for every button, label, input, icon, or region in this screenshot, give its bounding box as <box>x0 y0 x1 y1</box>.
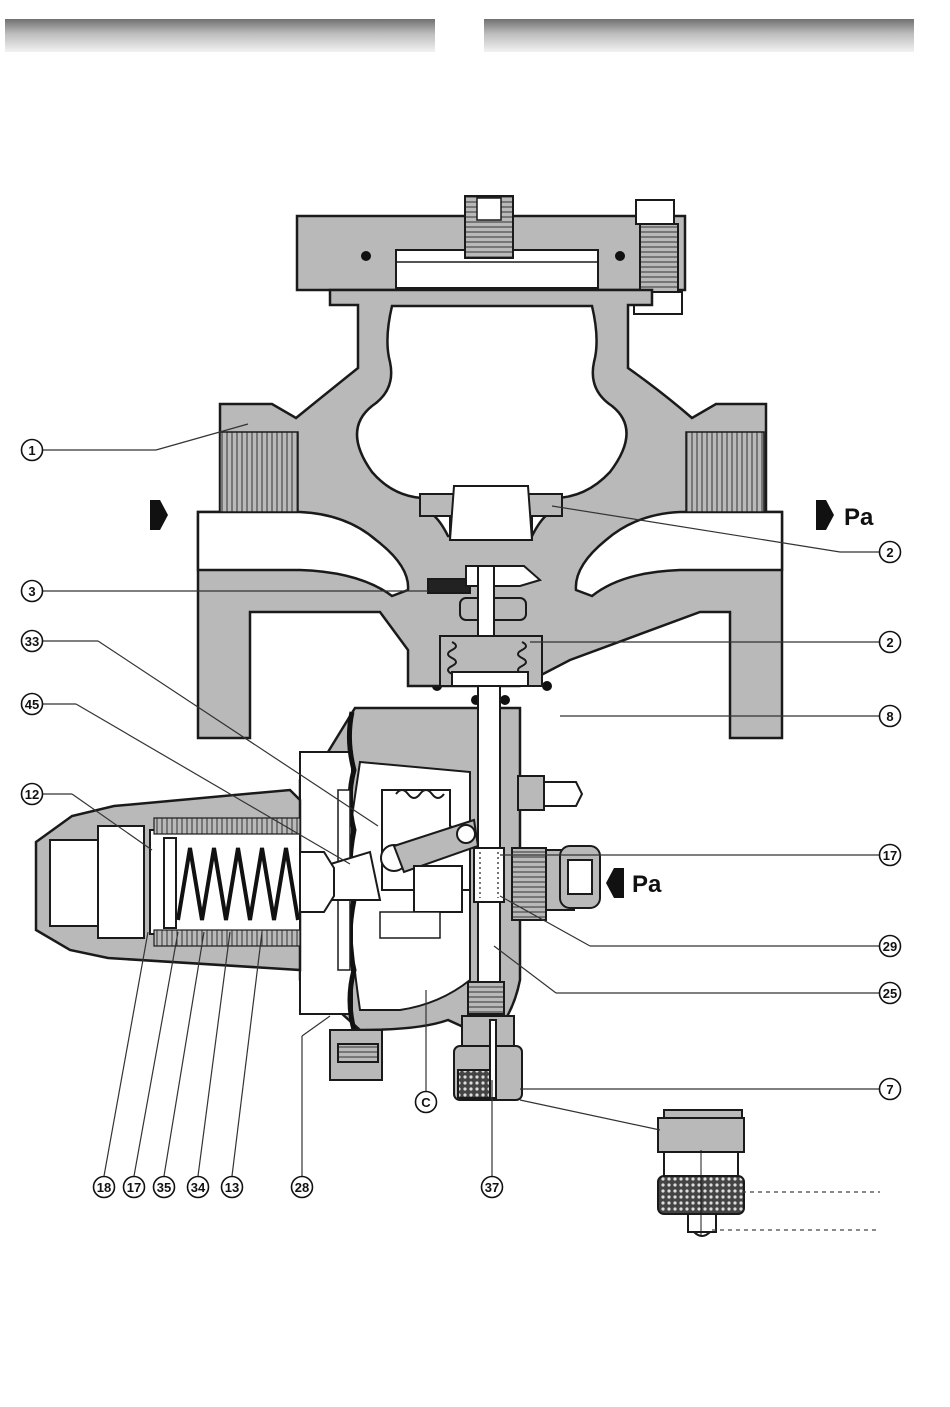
callout-18: 18 <box>94 1177 115 1198</box>
callout-8: 8 <box>880 706 901 727</box>
svg-text:45: 45 <box>25 697 39 712</box>
callout-1: 1 <box>22 440 43 461</box>
inlet-thread <box>220 432 298 512</box>
svg-text:7: 7 <box>886 1082 893 1097</box>
callout-35: 35 <box>154 1177 175 1198</box>
svg-text:2: 2 <box>886 545 893 560</box>
callout-7: 7 <box>880 1079 901 1100</box>
svg-text:37: 37 <box>485 1180 499 1195</box>
filter-element <box>454 1016 522 1100</box>
svg-text:12: 12 <box>25 787 39 802</box>
svg-text:17: 17 <box>127 1180 141 1195</box>
sensing-fitting <box>512 776 600 920</box>
svg-text:8: 8 <box>886 709 893 724</box>
svg-text:1: 1 <box>28 443 35 458</box>
svg-text:C: C <box>421 1095 431 1110</box>
callout-37: 37 <box>482 1177 503 1198</box>
svg-text:17: 17 <box>883 848 897 863</box>
callout-29: 29 <box>880 936 901 957</box>
spring-guide <box>300 852 334 912</box>
cover-screw-top <box>465 196 513 258</box>
sensing-pressure-label: Pa <box>632 871 662 898</box>
callout-17-bottom: 17 <box>124 1177 145 1198</box>
svg-text:3: 3 <box>28 584 35 599</box>
bonnet-cap-inner <box>98 826 144 938</box>
svg-text:34: 34 <box>191 1180 206 1195</box>
outlet-pressure-label: Pa <box>844 504 874 531</box>
callout-25: 25 <box>880 983 901 1004</box>
svg-text:25: 25 <box>883 986 897 1001</box>
sensing-flow-arrow <box>606 868 624 898</box>
callout-3: 3 <box>22 581 43 602</box>
svg-text:28: 28 <box>295 1180 309 1195</box>
callout-13: 13 <box>222 1177 243 1198</box>
callout-45: 45 <box>22 694 43 715</box>
svg-text:2: 2 <box>886 635 893 650</box>
callout-28: 28 <box>292 1177 313 1198</box>
outlet-flow-arrow <box>816 500 834 530</box>
callout-12: 12 <box>22 784 43 805</box>
callout-c: C <box>416 1092 437 1113</box>
callout-33: 33 <box>22 631 43 652</box>
outlet-thread <box>686 432 764 512</box>
callout-2-upper: 2 <box>880 542 901 563</box>
adjusting-screw-thread-top <box>154 818 300 834</box>
inlet-flow-arrow <box>150 500 168 530</box>
callout-34: 34 <box>188 1177 209 1198</box>
detail-nozzle <box>658 1110 744 1236</box>
svg-text:13: 13 <box>225 1180 239 1195</box>
svg-text:35: 35 <box>157 1180 171 1195</box>
callout-2-lower: 2 <box>880 632 901 653</box>
spring-plate <box>164 838 176 928</box>
svg-text:33: 33 <box>25 634 39 649</box>
svg-text:29: 29 <box>883 939 897 954</box>
svg-text:18: 18 <box>97 1180 111 1195</box>
drain-plug <box>330 1030 382 1080</box>
callout-17-right: 17 <box>880 845 901 866</box>
